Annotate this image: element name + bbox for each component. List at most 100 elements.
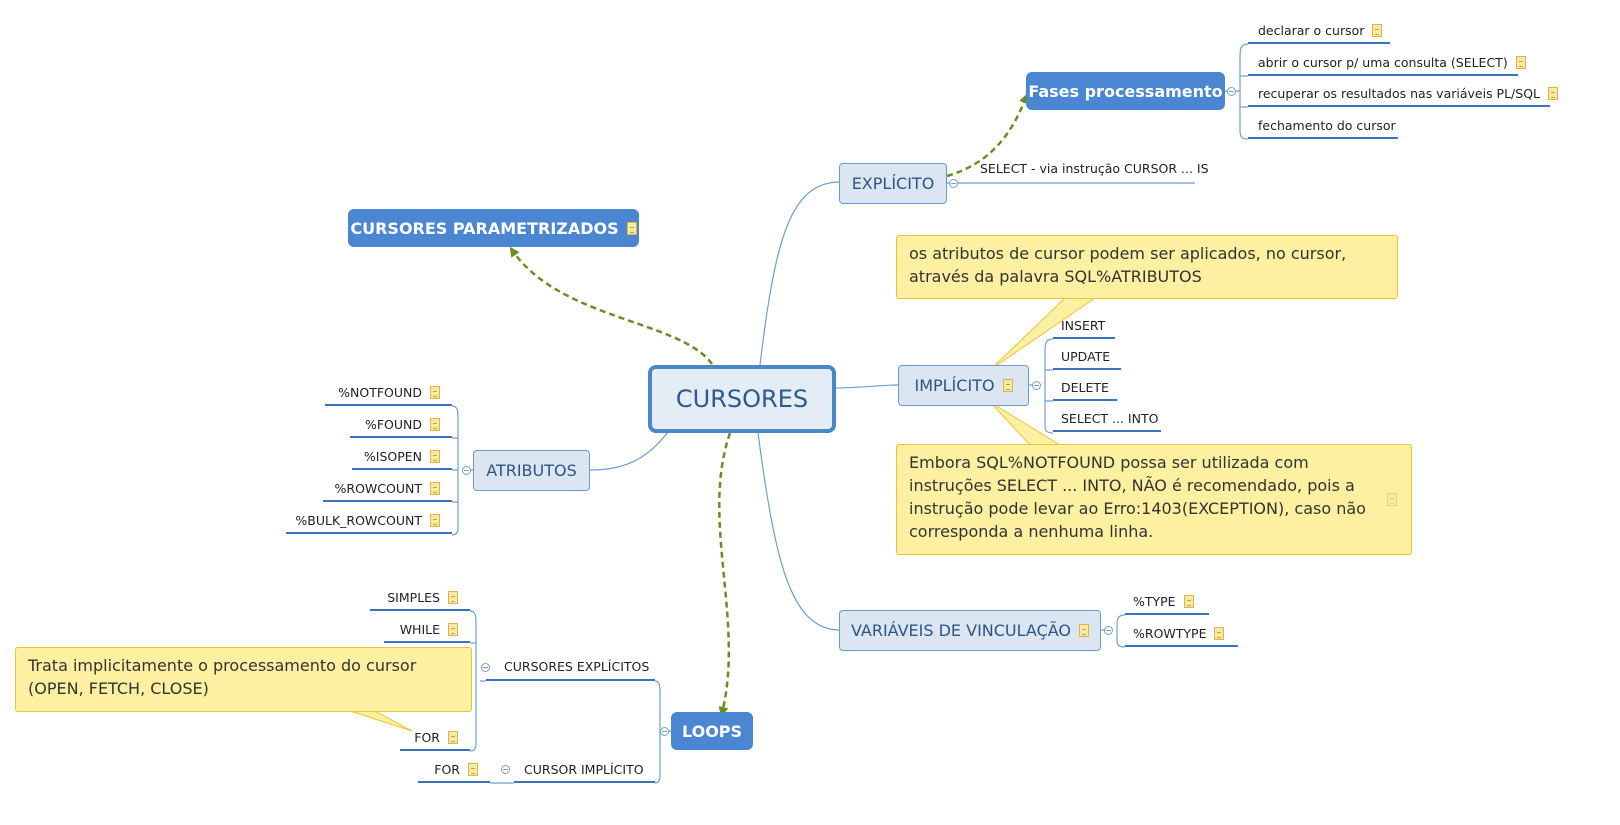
leaf-declarar-label: declarar o cursor [1258,22,1365,38]
note-icon[interactable] [1002,379,1013,392]
callout-loop-for: Trata implicitamente o processamento do … [15,647,472,712]
note-icon[interactable] [430,449,440,463]
leaf-select-into[interactable]: SELECT ... INTO [1053,408,1161,432]
central-topic[interactable]: CURSORES [648,365,836,433]
note-icon[interactable] [1079,624,1090,637]
leaf-abrir[interactable]: abrir o cursor p/ uma consulta (SELECT) [1248,52,1526,76]
leaf-select-cursor-is[interactable]: SELECT - via instrução CURSOR ... IS [980,161,1209,176]
note-icon[interactable] [430,417,440,431]
note-icon[interactable] [430,385,440,399]
leaf-rowtype-label: %ROWTYPE [1133,625,1207,641]
collapse-fases-icon[interactable] [1227,87,1236,96]
collapse-variaveis-icon[interactable] [1104,626,1113,635]
topic-loops[interactable]: LOOPS [671,712,753,750]
topic-implicito[interactable]: IMPLÍCITO [898,365,1029,406]
leaf-update[interactable]: UPDATE [1053,346,1121,370]
leaf-declarar[interactable]: declarar o cursor [1248,20,1390,44]
callout-sqlnotfound-text: Embora SQL%NOTFOUND possa ser utilizada … [909,453,1366,541]
note-icon[interactable] [1214,626,1225,640]
leaf-for-implicito[interactable]: FOR [418,759,490,783]
leaf-insert[interactable]: INSERT [1053,315,1115,339]
connector-implicito [835,384,899,389]
leaf-type[interactable]: %TYPE [1125,591,1209,615]
topic-fases-processamento[interactable]: Fases processamento [1026,72,1225,110]
callout-pointer-bottom [989,401,1062,446]
note-icon[interactable] [448,730,458,744]
leaf-simples[interactable]: SIMPLES [370,587,470,611]
leaf-abrir-label: abrir o cursor p/ uma consulta (SELECT) [1258,54,1508,70]
leaf-notfound[interactable]: %NOTFOUND [325,382,452,406]
leaf-update-label: UPDATE [1061,348,1111,364]
note-icon[interactable] [430,481,440,495]
connector-explicito [759,181,841,366]
leaf-select-into-label: SELECT ... INTO [1061,410,1159,426]
note-icon[interactable] [1387,493,1397,506]
topic-atributos-label: ATRIBUTOS [486,461,577,480]
leaf-found-label: %FOUND [364,416,422,432]
leaf-recuperar-label: recuperar os resultados nas variáveis PL… [1258,85,1541,101]
leaf-while[interactable]: WHILE [384,619,470,643]
collapse-implicito-icon[interactable] [1032,381,1041,390]
leaf-rowtype[interactable]: %ROWTYPE [1125,623,1238,647]
relation-parametrizados [509,246,714,365]
note-icon[interactable] [468,762,478,776]
leaf-simples-label: SIMPLES [387,589,440,605]
collapse-explicito-icon[interactable] [949,179,958,188]
collapse-atributos-icon[interactable] [462,466,471,475]
leaf-type-label: %TYPE [1133,593,1176,609]
note-icon[interactable] [1372,23,1383,37]
leaf-cursor-implicito-label: CURSOR IMPLÍCITO [524,761,644,777]
callout-atributos-sql: os atributos de cursor podem ser aplicad… [896,235,1398,299]
topic-explicito[interactable]: EXPLÍCITO [839,163,947,204]
leaf-cursores-explicitos-label: CURSORES EXPLÍCITOS [504,659,650,674]
note-icon[interactable] [448,590,458,604]
note-icon[interactable] [1548,86,1559,100]
leaf-select-cursor-is-label: SELECT - via instrução CURSOR ... IS [980,161,1209,176]
note-icon[interactable] [430,513,440,527]
leaf-for-explicito-label: FOR [414,729,440,745]
collapse-loops-icon[interactable] [660,727,669,736]
topic-fases-label: Fases processamento [1028,81,1223,101]
callout-sqlnotfound: Embora SQL%NOTFOUND possa ser utilizada … [896,444,1412,555]
topic-parametrizados-label: CURSORES PARAMETRIZADOS [350,218,619,238]
callout-atributos-sql-text: os atributos de cursor podem ser aplicad… [909,244,1347,286]
connector-variaveis [757,432,841,631]
topic-variaveis-vinculacao[interactable]: VARIÁVEIS DE VINCULAÇÃO [839,610,1101,651]
topic-atributos[interactable]: ATRIBUTOS [473,450,590,491]
leaf-found[interactable]: %FOUND [350,414,452,438]
note-icon[interactable] [626,221,637,235]
leaf-cursor-implicito[interactable]: CURSOR IMPLÍCITO [514,759,655,783]
leaf-notfound-label: %NOTFOUND [338,384,422,400]
bracket-loops-explicitos [469,610,486,752]
collapse-cursor-implicito-icon[interactable] [501,765,510,774]
leaf-bulk-rowcount-label: %BULK_ROWCOUNT [295,512,422,528]
leaf-delete-label: DELETE [1061,379,1109,395]
topic-explicito-label: EXPLÍCITO [851,174,935,193]
callout-loop-for-text: Trata implicitamente o processamento do … [28,656,417,698]
note-icon[interactable] [448,622,458,636]
leaf-fechamento-label: fechamento do cursor [1258,117,1396,133]
topic-implicito-label: IMPLÍCITO [914,376,995,395]
leaf-rowcount[interactable]: %ROWCOUNT [323,478,452,502]
leaf-bulk-rowcount[interactable]: %BULK_ROWCOUNT [286,510,452,534]
topic-loops-label: LOOPS [681,721,743,741]
relation-loops [718,432,732,717]
leaf-delete[interactable]: DELETE [1053,377,1117,401]
relation-fases [946,93,1029,178]
leaf-insert-label: INSERT [1061,317,1106,333]
connector-atributos [589,431,669,471]
collapse-cursores-explicitos-icon[interactable] [481,663,490,672]
note-icon[interactable] [1183,594,1194,608]
note-icon[interactable] [1515,55,1526,69]
leaf-rowcount-label: %ROWCOUNT [334,480,422,496]
leaf-cursores-explicitos[interactable]: CURSORES EXPLÍCITOS [486,656,655,681]
leaf-isopen[interactable]: %ISOPEN [352,446,452,470]
leaf-for-explicito[interactable]: FOR [400,727,470,751]
topic-variaveis-label: VARIÁVEIS DE VINCULAÇÃO [850,621,1072,640]
topic-cursores-parametrizados[interactable]: CURSORES PARAMETRIZADOS [348,209,639,247]
leaf-isopen-label: %ISOPEN [363,448,422,464]
leaf-while-label: WHILE [399,621,440,637]
leaf-fechamento[interactable]: fechamento do cursor [1248,115,1398,139]
leaf-recuperar[interactable]: recuperar os resultados nas variáveis PL… [1248,83,1559,107]
